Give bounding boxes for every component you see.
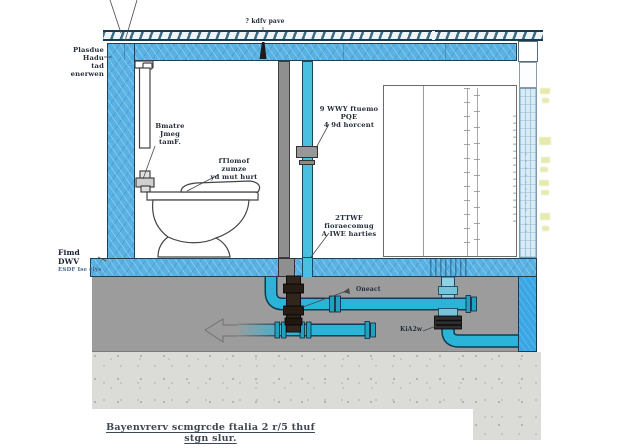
leader-roof-cut (124, 0, 138, 42)
drawing-title: Bayenvrerv scmgrcde ftalia 2 r/5 thuf st… (103, 422, 318, 444)
toilet-bowl (151, 199, 250, 258)
review-mark (542, 226, 549, 231)
vent-pipe-note-line1: 9 WWY ftuemo PQE (319, 105, 379, 122)
ceiling-band (107, 43, 517, 61)
floor-note-line1: Fimd DWV (58, 248, 80, 266)
vent-roof-penetration (259, 42, 267, 59)
stack-hub (283, 283, 304, 294)
leader-fitting-arrowhead (343, 288, 350, 294)
stack-hub (284, 317, 303, 326)
review-mark (539, 137, 551, 145)
drain-coupling-ring (274, 321, 280, 339)
floor-note-label: Fimd DWV ESDF Ise clys (58, 248, 102, 273)
toilet (134, 60, 261, 258)
fitting-note-text: Oneact (356, 286, 381, 293)
ceiling-joint (445, 44, 446, 60)
leader-seat-note (186, 174, 219, 192)
drain-pipe-note-line1: 2TTWF fioraecomug (324, 214, 374, 231)
toilet-flush-valve (140, 185, 151, 193)
seat-note-line1: fTlomof zumze (218, 157, 250, 174)
shower-drain-ring (438, 308, 458, 317)
right-wall-lower (518, 258, 537, 352)
roof-note-line2: tad enerwen (70, 62, 104, 79)
stack-hub (283, 305, 304, 316)
floor-band (90, 258, 537, 277)
leader-coupling-note (422, 325, 437, 332)
seat-note-line2: yd mut hurt (210, 173, 258, 182)
branch-coupling-ring (335, 295, 341, 313)
review-mark (539, 180, 549, 186)
drain-end-cap (364, 321, 370, 339)
concrete-slab (92, 352, 473, 409)
drain-coupling-ring (306, 321, 312, 339)
roof-note-label: Plasdue Hadu tad enerwen (56, 46, 104, 78)
drain-guide-ticks (474, 95, 480, 255)
coupling-note-label: KiA2w (400, 326, 426, 333)
tank-note-line3: tamF. (159, 138, 181, 147)
enclosure-divider (423, 86, 424, 256)
shower-drain-ring (438, 286, 458, 295)
review-mark (542, 98, 549, 103)
right-wall-top-plate (519, 62, 537, 88)
review-mark (541, 157, 550, 163)
branch-end-cap (471, 296, 477, 312)
roof-joint (432, 31, 435, 40)
review-mark (540, 167, 548, 172)
toilet-tank (138, 67, 151, 149)
toilet-bowl-shoulder (167, 236, 217, 244)
branch-end-cap (465, 295, 471, 313)
toilet-lid-open (180, 180, 261, 193)
wall-stud (278, 61, 290, 258)
leader-tank-note (142, 145, 156, 180)
floor-band-joist-section (430, 259, 467, 276)
vent-pipe-note-line2: 4 9d horcent (323, 121, 375, 130)
drain-pipe-note-label: 2TTWF fioraecomug A IWE harties (314, 214, 384, 238)
drain-pipe-note-line2: A IWE harties (321, 230, 377, 239)
ceiling-joint (343, 44, 344, 60)
review-mark (540, 213, 550, 220)
left-wall (107, 43, 135, 259)
leader-fitting-note (302, 291, 346, 308)
ceiling-joint (124, 44, 125, 60)
wall-scribble (513, 112, 516, 222)
soffit-box (518, 41, 538, 62)
right-wall-upper (519, 88, 537, 258)
review-mark (541, 190, 549, 195)
review-mark (540, 88, 550, 94)
vent-note-text: ? kdfv pave (245, 18, 285, 25)
drawing-title-text: Bayenvrerv scmgrcde ftalia 2 r/5 thuf st… (106, 422, 315, 444)
leader-floor-note (97, 256, 107, 262)
toilet-seat (146, 191, 259, 201)
concrete-slab-step (473, 352, 541, 440)
roof-note-line1: Plasdue Hadu (73, 46, 104, 63)
roof-band (103, 30, 543, 41)
riser-coupling (296, 146, 318, 158)
leader-roof-cut (109, 0, 122, 34)
leader-vent-pipe-note (315, 123, 330, 149)
floor-note-line2: ESDF Ise clys (58, 266, 102, 273)
ribbed-coupling (434, 315, 462, 330)
seat-note-label: fTlomof zumze yd mut hurt (209, 157, 259, 181)
drain-guide-ticks (464, 88, 470, 256)
tank-note-line1: Bmatre (155, 122, 185, 130)
supply-pipe-floor-pass (302, 258, 313, 277)
tank-note-label: Bmatre Jmeg tamF. (153, 122, 187, 146)
drain-end-cap (370, 322, 376, 338)
vent-pipe-note-label: 9 WWY ftuemo PQE 4 9d horcent (314, 105, 384, 129)
branch-coupling-ring (329, 295, 335, 313)
fitting-note-label: Oneact (356, 286, 388, 293)
tank-note-line2: Jmeg (159, 130, 181, 139)
riser-coupling-ring (299, 160, 315, 165)
branch-pipe (266, 277, 470, 309)
leader-lines (97, 0, 437, 332)
vent-note-label: ? kdfv pave (243, 18, 287, 25)
wall-drain-elbow (442, 327, 518, 347)
coupling-note-text: KiA2w (400, 326, 423, 333)
supply-riser-pipe (302, 61, 313, 258)
wall-scribble (525, 150, 527, 232)
shower-enclosure (383, 85, 517, 257)
leader-drain-pipe-note (310, 232, 330, 258)
